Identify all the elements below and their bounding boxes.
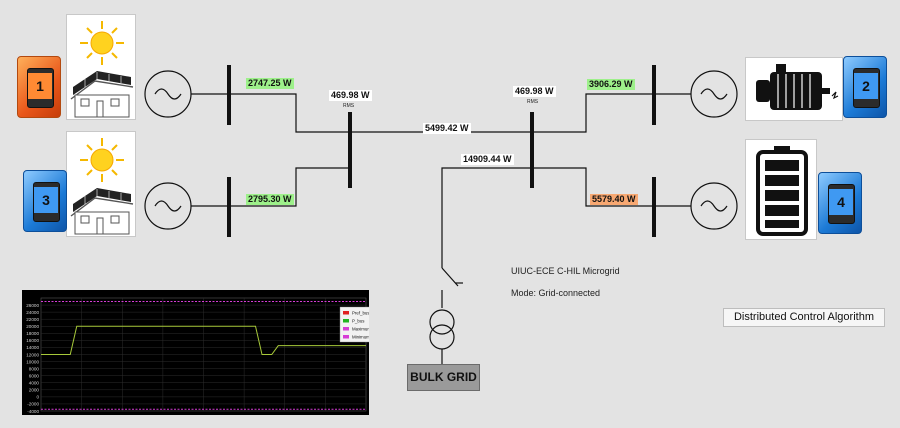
chart-legend-swatch — [343, 311, 349, 315]
bus-bar-gen2 — [652, 65, 656, 125]
chart-ytick-label: 20000 — [26, 324, 39, 329]
chart-ytick-label: 2000 — [29, 388, 40, 393]
chart-ytick-label: 22000 — [26, 317, 39, 322]
node-1[interactable]: 1 — [17, 56, 61, 118]
bus-bar-left — [348, 112, 352, 188]
right-rms-label: RMS — [527, 99, 539, 105]
node-4-number: 4 — [829, 189, 853, 215]
chart-ytick-label: 8000 — [29, 366, 40, 371]
node-3[interactable]: 3 — [23, 170, 67, 232]
node-2-number: 2 — [854, 73, 878, 99]
chart-legend-swatch — [343, 319, 349, 323]
feeder-line-3 — [229, 167, 350, 207]
left-rms-label: RMS — [343, 103, 355, 109]
battery-icon — [745, 139, 817, 240]
chart-ytick-label: 26000 — [26, 303, 39, 308]
chart-ytick-label: -2000 — [27, 402, 39, 407]
chart-ytick-label: 16000 — [26, 338, 39, 343]
generator-icon — [745, 57, 843, 121]
bus-bar-gen1 — [227, 65, 231, 125]
generator-symbol-3 — [144, 182, 192, 230]
chart-ytick-label: 10000 — [26, 359, 39, 364]
gen3-power-label: 2795.30 W — [246, 194, 294, 205]
feeder-line-4 — [532, 167, 654, 207]
chart-ytick-label: 0 — [36, 395, 39, 400]
node-1-number: 1 — [28, 73, 52, 99]
transformer-symbol — [429, 309, 455, 350]
chart-legend-label: Minimum — [352, 334, 369, 339]
generator-symbol-2 — [690, 70, 738, 118]
right-bus-power-label: 469.98 W — [513, 86, 556, 97]
gen4-power-label: 5579.40 W — [590, 194, 638, 205]
chart-ytick-label: 4000 — [29, 381, 40, 386]
chart-legend-label: Pref_bus — [352, 310, 369, 315]
bus-bar-right — [530, 112, 534, 188]
solar-house-icon-3 — [66, 131, 136, 237]
chart-legend-swatch — [343, 327, 349, 331]
chart-series-p-bus — [41, 325, 366, 355]
chart-ytick-label: 12000 — [26, 352, 39, 357]
power-scope-svg: 2600024000220002000018000160001400012000… — [26, 297, 369, 414]
bus-bar-gen4 — [652, 177, 656, 237]
microgrid-title: UIUC-ECE C-HIL Microgrid — [511, 266, 620, 276]
chart-ytick-label: 14000 — [26, 345, 39, 350]
grid-line-power-label: 14909.44 W — [461, 154, 514, 165]
feeder-line-1 — [229, 93, 350, 133]
gen2-power-label: 3906.29 W — [587, 79, 635, 90]
node-2[interactable]: 2 — [843, 56, 887, 118]
chart-legend-label: Maximum — [352, 326, 369, 331]
chart-legend-swatch — [343, 335, 349, 339]
chart-ytick-label: -4000 — [27, 409, 39, 414]
chart-legend-label: P_bus — [352, 318, 365, 323]
gen1-power-label: 2747.25 W — [246, 78, 294, 89]
solar-house-icon-1 — [66, 14, 136, 120]
generator-symbol-1 — [144, 70, 192, 118]
chart-ytick-label: 6000 — [29, 373, 40, 378]
chart-ytick-label: 24000 — [26, 310, 39, 315]
grid-line — [441, 167, 532, 268]
left-bus-power-label: 469.98 W — [329, 90, 372, 101]
bulk-grid-label: BULK GRID — [407, 364, 480, 391]
tie-line-power-label: 5499.42 W — [423, 123, 471, 134]
generator-symbol-4 — [690, 182, 738, 230]
grid-mode-status: Mode: Grid-connected — [511, 288, 601, 298]
node-3-number: 3 — [34, 187, 58, 213]
node-4[interactable]: 4 — [818, 172, 862, 234]
distributed-control-algorithm-button[interactable]: Distributed Control Algorithm — [723, 308, 885, 327]
bus-bar-gen3 — [227, 177, 231, 237]
chart-ytick-label: 18000 — [26, 331, 39, 336]
feeder-line-2 — [532, 93, 654, 133]
